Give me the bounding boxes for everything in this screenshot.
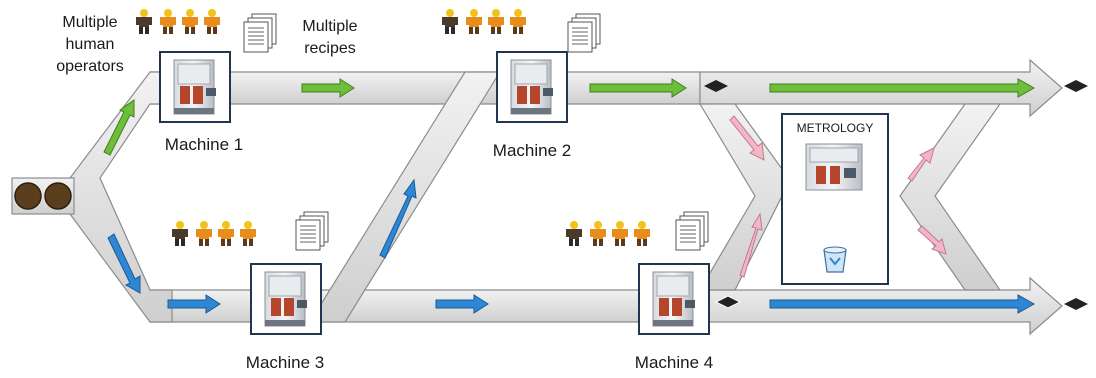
machine-1-label: Machine 1 — [165, 135, 243, 154]
worker-icon — [488, 9, 504, 34]
flow-arrows — [103, 78, 1036, 314]
worker-icon — [442, 9, 458, 34]
worker-icon — [136, 9, 152, 34]
worker-icon — [612, 221, 628, 246]
worker-icon — [160, 9, 176, 34]
document-stack-icon — [567, 13, 601, 53]
process-tool-icon — [496, 51, 568, 123]
operators-group-4 — [566, 221, 650, 246]
worker-icon — [172, 221, 188, 246]
worker-icon — [510, 9, 526, 34]
process-tool-icon — [250, 263, 322, 335]
worker-icon — [634, 221, 650, 246]
machine-1 — [159, 51, 231, 123]
process-tool-icon — [159, 51, 231, 123]
machine-2 — [496, 51, 568, 123]
operators-note-line-1: Multiple — [62, 14, 117, 31]
machine-4 — [638, 263, 710, 335]
document-stack-icon — [243, 13, 277, 53]
metrology-tool-icon — [805, 143, 863, 191]
wafer-icon — [14, 182, 72, 210]
operators-group-1 — [136, 9, 220, 34]
recipes-note-line-2: recipes — [304, 40, 356, 57]
metrology-station: METROLOGY — [781, 113, 889, 285]
recipes-note-line-1: Multiple — [302, 18, 357, 35]
machine-3 — [250, 263, 322, 335]
process-tool-icon — [638, 263, 710, 335]
worker-icon — [196, 221, 212, 246]
worker-icon — [240, 221, 256, 246]
machine-4-label: Machine 4 — [635, 353, 713, 372]
operators-group-3 — [172, 221, 256, 246]
operators-note-line-3: operators — [56, 58, 124, 75]
machine-2-label: Machine 2 — [493, 141, 571, 160]
machine-3-label: Machine 3 — [246, 353, 324, 372]
chip-icon — [704, 80, 1088, 310]
worker-icon — [204, 9, 220, 34]
recycle-bin-icon — [823, 246, 847, 273]
worker-icon — [566, 221, 582, 246]
document-stack-icon — [295, 211, 329, 251]
worker-icon — [590, 221, 606, 246]
operators-note-line-2: human — [66, 36, 115, 53]
blue-arrow — [107, 178, 1036, 314]
operators-group-2 — [442, 9, 526, 34]
worker-icon — [466, 9, 482, 34]
document-stack-icon — [675, 211, 709, 251]
metrology-label: METROLOGY — [797, 121, 874, 135]
worker-icon — [218, 221, 234, 246]
worker-icon — [182, 9, 198, 34]
green-arrow — [103, 78, 1036, 156]
